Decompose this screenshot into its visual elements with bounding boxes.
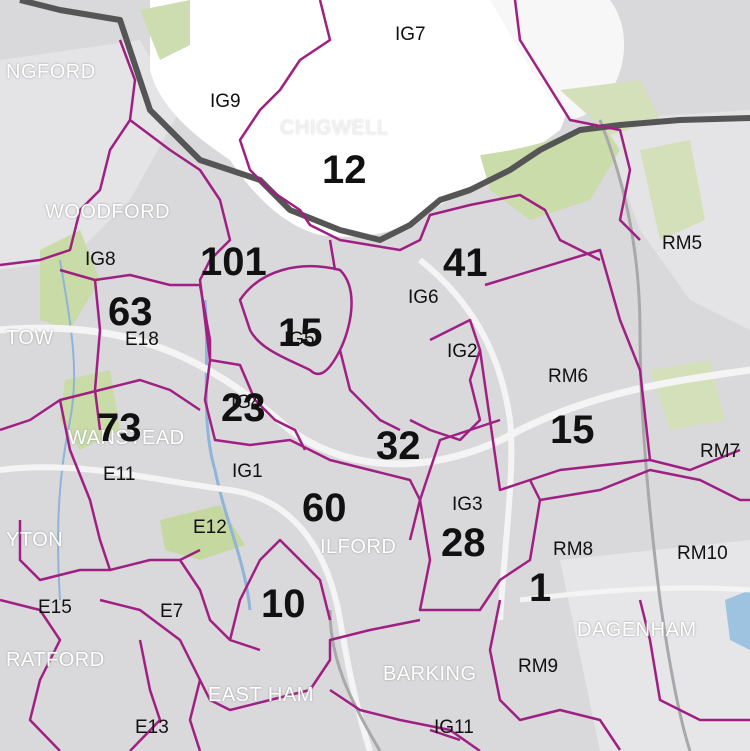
count-label: 15 bbox=[550, 408, 595, 452]
district-label: RM6 bbox=[548, 366, 589, 387]
borough-boundary bbox=[598, 119, 692, 751]
district-label: E13 bbox=[135, 717, 169, 738]
district-label: E11 bbox=[103, 464, 136, 485]
district-label: IG5 bbox=[284, 329, 315, 350]
place-name: YTON bbox=[6, 529, 64, 551]
place-name: WOODFORD bbox=[45, 201, 171, 223]
road bbox=[519, 585, 750, 603]
river bbox=[57, 259, 76, 601]
place-name: NGFORD bbox=[6, 61, 96, 83]
urban-area bbox=[0, 40, 180, 270]
district-label: E12 bbox=[193, 517, 227, 538]
place-name: EAST HAM bbox=[208, 684, 314, 706]
count-label: 12 bbox=[322, 148, 367, 192]
district-label: IG8 bbox=[85, 249, 116, 270]
place-name: BARKING bbox=[383, 663, 477, 685]
count-label: 1 bbox=[529, 566, 552, 610]
district-label: RM5 bbox=[662, 233, 703, 254]
county-boundary bbox=[19, 0, 750, 243]
count-label: 15 bbox=[278, 311, 323, 355]
district-label: E15 bbox=[38, 597, 72, 618]
place-name: TOW bbox=[6, 327, 54, 349]
river bbox=[203, 299, 252, 611]
green-area bbox=[640, 140, 705, 240]
district-label: IG7 bbox=[395, 24, 426, 45]
district-label: IG6 bbox=[408, 287, 439, 308]
count-label: 41 bbox=[443, 241, 488, 285]
place-name: RATFORD bbox=[6, 649, 105, 671]
place-name: CHIGWELL bbox=[280, 117, 389, 139]
road bbox=[0, 324, 750, 468]
count-label: 28 bbox=[441, 521, 486, 565]
count-label: 23 bbox=[221, 386, 266, 430]
district-label: RM8 bbox=[553, 539, 594, 560]
place-name: ILFORD bbox=[320, 536, 397, 558]
borough-boundary bbox=[328, 609, 382, 751]
place-name: WANSTEAD bbox=[68, 427, 185, 449]
green-area bbox=[160, 505, 245, 560]
district-label: IG3 bbox=[452, 494, 483, 515]
place-name: DAGENHAM bbox=[577, 619, 697, 641]
district-label: E18 bbox=[125, 329, 159, 350]
count-label: 101 bbox=[200, 240, 267, 284]
district-label: E7 bbox=[160, 601, 184, 622]
district-label: RM9 bbox=[518, 656, 559, 677]
district-label: RM10 bbox=[677, 543, 728, 564]
district-label: IG4 bbox=[231, 392, 262, 413]
count-label: 10 bbox=[261, 582, 306, 626]
count-label: 73 bbox=[97, 406, 142, 450]
district-label: IG2 bbox=[447, 341, 478, 362]
district-label: IG9 bbox=[210, 91, 241, 112]
count-label: 63 bbox=[108, 290, 153, 334]
green-area bbox=[140, 0, 190, 60]
water bbox=[725, 590, 750, 650]
district-label: RM7 bbox=[700, 441, 741, 462]
district-label: IG11 bbox=[434, 717, 474, 738]
count-label: 32 bbox=[376, 424, 421, 468]
count-label: 60 bbox=[302, 486, 347, 530]
road bbox=[0, 464, 373, 751]
road bbox=[418, 257, 515, 621]
district-label: IG1 bbox=[232, 461, 263, 482]
